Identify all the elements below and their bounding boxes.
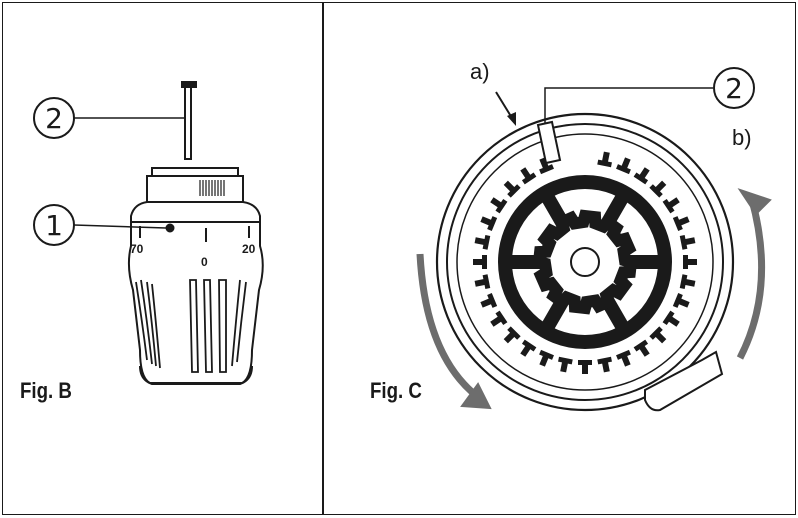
scale-label-right: 20 xyxy=(242,242,256,256)
locking-tooth xyxy=(672,293,690,308)
locking-tooth xyxy=(679,274,696,289)
marker-slot xyxy=(536,120,562,165)
callout-number: 2 xyxy=(45,102,63,135)
latch-tab xyxy=(644,350,724,412)
center-cam xyxy=(498,175,672,349)
locking-tooth xyxy=(597,356,612,373)
locking-tooth xyxy=(597,151,612,168)
scale-label-left: 70 xyxy=(130,242,144,256)
tooth-ring xyxy=(456,133,714,391)
locking-tooth xyxy=(649,180,667,198)
locking-tooth xyxy=(503,180,521,198)
thermostat-head-top-view xyxy=(435,112,735,412)
locking-tooth xyxy=(520,167,537,185)
locking-tooth xyxy=(520,339,537,357)
locking-tooth xyxy=(539,349,554,367)
locking-tooth xyxy=(616,349,631,367)
locking-tooth xyxy=(480,216,498,231)
locking-tooth xyxy=(662,310,680,327)
callout-circle xyxy=(713,67,755,109)
scale-label-center: 0 xyxy=(201,255,208,269)
label-a: a) xyxy=(470,59,490,84)
locking-tooth xyxy=(558,356,573,373)
rotation-arrow-right-body xyxy=(736,199,766,360)
locking-tooth xyxy=(578,360,592,374)
locking-tooth xyxy=(539,157,554,175)
figure-b-panel xyxy=(2,2,324,515)
locking-tooth xyxy=(490,310,508,327)
locking-tooth xyxy=(649,326,667,344)
shoulder xyxy=(130,201,261,223)
collar-grip-lines xyxy=(199,180,225,196)
locking-tooth xyxy=(662,197,680,214)
callout-number: 2 xyxy=(725,72,743,105)
callout-number: 1 xyxy=(45,209,63,242)
rotation-arrow-left-icon xyxy=(460,382,492,410)
top-cap xyxy=(151,167,239,176)
inner-ring xyxy=(446,123,724,401)
pin-shaft xyxy=(184,86,192,160)
locking-tooth xyxy=(474,274,491,289)
callout-b-1: 1 xyxy=(33,204,167,246)
rotation-arrow-right-icon xyxy=(737,188,772,216)
arrow-a-line xyxy=(495,91,513,119)
callout-b-2: 2 xyxy=(33,97,185,139)
figure-c-panel xyxy=(322,2,796,515)
locking-tooth xyxy=(480,293,498,308)
locking-tooth xyxy=(616,157,631,175)
callout-c-2: 2 xyxy=(544,67,755,123)
arrow-a-icon xyxy=(507,112,516,126)
thermostat-head-side-view xyxy=(127,81,264,385)
callout-leader xyxy=(544,87,713,123)
locking-tooth xyxy=(490,197,508,214)
rotation-arrow-left-body xyxy=(416,253,475,395)
center-hole xyxy=(570,247,600,277)
figure-c-label: Fig. C xyxy=(370,378,422,403)
indicator-dot xyxy=(165,223,175,233)
locking-tooth xyxy=(633,167,650,185)
top-collar xyxy=(146,175,244,203)
label-b: b) xyxy=(732,125,752,150)
locking-tooth xyxy=(672,216,690,231)
locking-teeth xyxy=(473,151,697,374)
locking-tooth xyxy=(473,255,487,269)
locking-tooth xyxy=(503,326,521,344)
locking-tooth xyxy=(683,255,697,269)
locking-tooth xyxy=(633,339,650,357)
locking-tooth xyxy=(474,235,491,250)
locking-tooth xyxy=(679,235,696,250)
callout-leader xyxy=(73,224,167,229)
knob-base-rim xyxy=(139,365,253,385)
figure-b-label: Fig. B xyxy=(20,378,72,403)
grip-ribs xyxy=(135,279,247,373)
